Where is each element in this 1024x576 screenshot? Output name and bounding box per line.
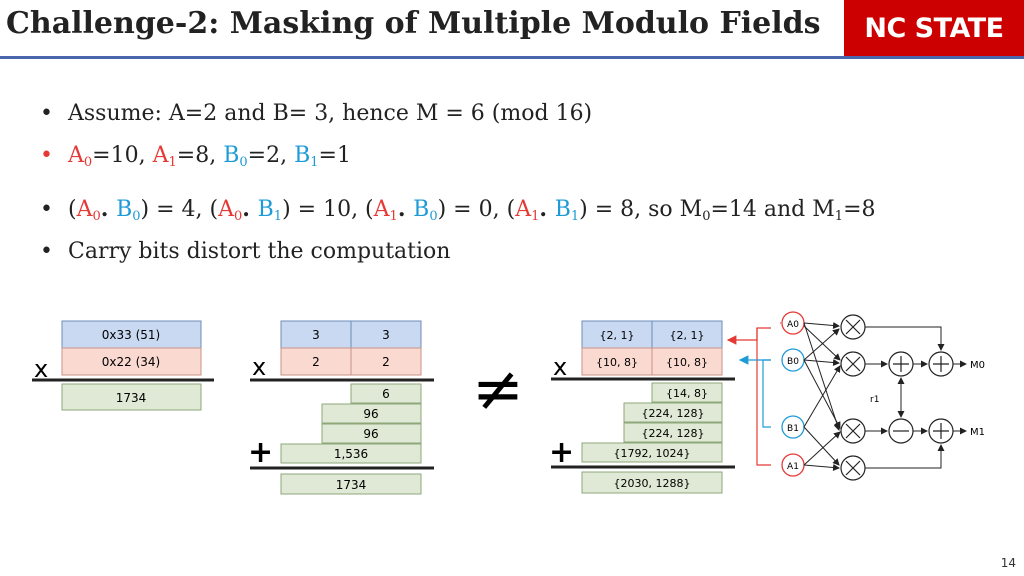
multiplier-gates: [840, 314, 866, 481]
top-digit-cell: [350, 320, 422, 349]
partial-text: 1,536: [334, 447, 368, 461]
not-equal-sign: ≠: [472, 352, 524, 425]
bottom-digit-cell: [280, 347, 352, 376]
input-b0-label: B0: [787, 357, 799, 367]
bottom-digit-text: 2: [382, 355, 390, 369]
sum-cell: [280, 473, 422, 495]
bullet-products: •(A0. B0) = 4, (A0. B1) = 10, (A1. B0) =…: [40, 196, 876, 224]
operand2-text: 0x22 (34): [102, 355, 160, 369]
digit-multiplication: 3 3 2 2 x 6 96 96 1,536 + 1734: [248, 320, 434, 495]
top-digit-text: 3: [382, 328, 390, 342]
integer-multiplication: 0x33 (51) 0x22 (34) x 1734: [32, 320, 214, 411]
input-wires: [803, 322, 841, 471]
adder-gates: [888, 351, 954, 444]
a1-link: [756, 328, 771, 466]
bullet-share-values: •A0=10, A1=8, B0=2, B1=1: [40, 143, 351, 170]
partial-cell: [623, 402, 723, 423]
partial-text: {14, 8}: [666, 387, 708, 400]
partial-text: 96: [363, 407, 378, 421]
input-a0-label: A0: [787, 320, 799, 330]
bullet-carry-bits: •Carry bits distort the computation: [40, 239, 451, 264]
a-shares-arrow: [726, 327, 771, 345]
slide-number: 14: [1000, 556, 1016, 570]
multiply-sign: x: [553, 353, 567, 381]
partial-cell: [350, 383, 422, 404]
partial-cell: [321, 423, 422, 444]
partial-cell: [651, 382, 723, 403]
partial-cell: [280, 443, 422, 464]
plus-sign: +: [549, 435, 574, 470]
output-m1-label: M1: [970, 427, 985, 438]
output-m0-label: M0: [970, 360, 985, 371]
plus-sign: +: [248, 435, 273, 470]
sum-cell: [581, 471, 723, 494]
top-share-cell: [651, 320, 723, 349]
top-digit-text: 3: [312, 328, 320, 342]
result-text: 1734: [116, 391, 147, 405]
bottom-digit-cell: [350, 347, 422, 376]
sum-text: {2030, 1288}: [614, 477, 691, 490]
input-a1-label: A1: [787, 462, 799, 472]
multiply-sign: x: [252, 353, 266, 381]
nc-state-logo: NC STATE: [844, 0, 1024, 56]
partial-cell: [623, 422, 723, 443]
title-underline: [0, 56, 1024, 59]
input-b1-label: B1: [787, 424, 799, 434]
top-share-text: {2, 1}: [600, 329, 635, 342]
bottom-share-text: {10, 8}: [666, 356, 708, 369]
partial-cell: [581, 442, 723, 463]
multiply-sign: x: [34, 355, 48, 383]
sum-text: 1734: [336, 478, 367, 492]
partial-text: {1792, 1024}: [614, 447, 691, 460]
operand1-text: 0x33 (51): [102, 328, 160, 342]
random-mask-label: r1: [870, 395, 879, 405]
masked-multiplier-circuit: A0 B0 B1 A1: [726, 311, 985, 481]
slide-title: Challenge-2: Masking of Multiple Modulo …: [6, 6, 821, 41]
bottom-share-cell: [651, 347, 723, 376]
top-digit-cell: [280, 320, 352, 349]
bottom-digit-text: 2: [312, 355, 320, 369]
partial-text: 6: [382, 387, 390, 401]
partial-text: {224, 128}: [642, 407, 705, 420]
result-cell: [61, 383, 202, 411]
top-share-text: {2, 1}: [670, 329, 705, 342]
bottom-share-text: {10, 8}: [596, 356, 638, 369]
masked-multiplication: {2, 1} {2, 1} {10, 8} {10, 8} x {14, 8} …: [549, 320, 735, 494]
b1-link: [762, 359, 771, 428]
operand2-cell: [61, 347, 202, 376]
partial-text: 96: [363, 427, 378, 441]
operand1-cell: [61, 320, 202, 349]
partial-text: {224, 128}: [642, 427, 705, 440]
gate-wires: [865, 326, 967, 469]
partial-cell: [321, 403, 422, 424]
bullet-assume: •Assume: A=2 and B= 3, hence M = 6 (mod …: [40, 101, 593, 126]
